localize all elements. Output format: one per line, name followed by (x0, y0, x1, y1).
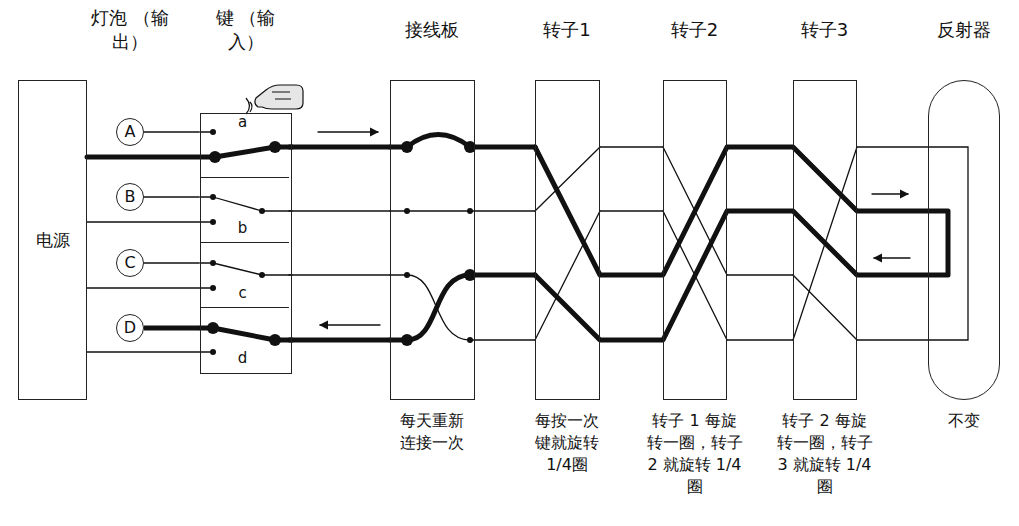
wire-connector (289, 338, 391, 343)
node-label: 键 （输入） (206, 6, 286, 54)
wire-connector (289, 210, 391, 211)
node-label: b (234, 219, 252, 237)
rotor-box: 转子2转子 1 每旋转一圈，转子 2 就旋转 1/4 圈 (663, 80, 727, 400)
node-label: C (117, 250, 143, 276)
node-label: 电源 (19, 81, 86, 399)
node-label: B (117, 184, 143, 210)
node-label: c (234, 284, 252, 302)
node-note: 每天重新连接一次 (397, 410, 467, 454)
wire-connector (144, 326, 200, 331)
node-label: 转子3 (780, 18, 870, 42)
plugboard-box: 接线板每天重新连接一次 (390, 80, 475, 400)
wire-connector (289, 274, 391, 275)
key-cell: d (200, 308, 289, 371)
node-label: 反射器 (919, 18, 1009, 42)
keyboard-box: 键 （输入）abcd (200, 113, 292, 374)
node-label: a (234, 113, 252, 131)
node-note: 转子 2 每旋转一圈，转子 3 就旋转 1/4 圈 (777, 410, 873, 498)
wire-connector (289, 145, 391, 150)
bulb-circle: D (116, 314, 144, 342)
wire-connector (144, 262, 200, 263)
power-box: 电源 (18, 80, 87, 400)
rotor-box: 转子1每按一次键就旋转1/4圈 (535, 80, 600, 400)
rotor-box: 转子3转子 2 每旋转一圈，转子 3 就旋转 1/4 圈 (793, 80, 857, 400)
node-label: D (117, 315, 143, 341)
node-label: d (234, 349, 252, 367)
bulb-circle: A (116, 118, 144, 146)
key-cell: a (200, 113, 289, 178)
node-note: 每按一次键就旋转1/4圈 (532, 410, 602, 476)
key-cell: c (200, 243, 289, 308)
node-label: A (117, 119, 143, 145)
node-note: 不变 (924, 410, 1004, 432)
column-heading: 灯泡 （输出） (90, 6, 170, 54)
wire-connector (144, 131, 200, 132)
node-label: 转子1 (522, 18, 612, 42)
node-note: 转子 1 每旋转一圈，转子 2 就旋转 1/4 圈 (647, 410, 743, 498)
bulb-circle: C (116, 249, 144, 277)
node-label: 转子2 (650, 18, 740, 42)
reflector-box: 反射器不变 (928, 80, 1000, 400)
node-label: 接线板 (377, 18, 487, 42)
wire-connector (144, 196, 200, 197)
key-cell: b (200, 178, 289, 243)
bulb-circle: B (116, 183, 144, 211)
